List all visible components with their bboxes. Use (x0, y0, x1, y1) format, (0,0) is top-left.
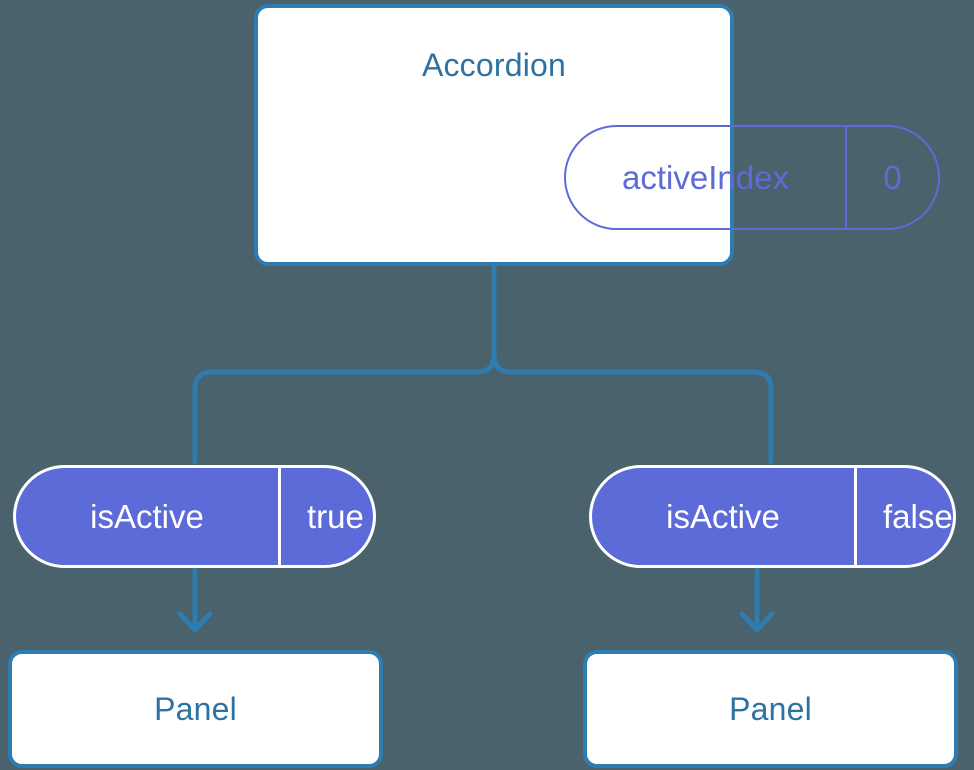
component-title-panel-right: Panel (729, 691, 812, 727)
component-card-panel-left[interactable]: Panel (8, 650, 383, 768)
connector-branch-left (192, 352, 497, 465)
arrow-left-pill-to-panel (177, 567, 213, 633)
prop-pill-key: isActive (16, 468, 281, 565)
component-card-accordion[interactable]: Accordion activeIndex 0 (254, 4, 940, 266)
connector-branch-right (491, 352, 774, 465)
prop-pill-value: false (883, 498, 953, 535)
state-pill-activeindex[interactable]: activeIndex 0 (564, 125, 940, 230)
prop-pill-isactive-true[interactable]: isActive true (13, 465, 376, 568)
component-title-accordion: Accordion (421, 47, 567, 83)
arrow-right-pill-to-panel (739, 567, 775, 633)
state-pill-key: activeIndex (566, 127, 847, 228)
prop-pill-value: true (307, 498, 364, 535)
component-card-panel-right[interactable]: Panel (583, 650, 958, 768)
prop-pill-key: isActive (592, 468, 857, 565)
component-title-panel-left: Panel (154, 691, 237, 727)
state-pill-value: 0 (883, 159, 902, 196)
prop-pill-isactive-false[interactable]: isActive false (589, 465, 956, 568)
